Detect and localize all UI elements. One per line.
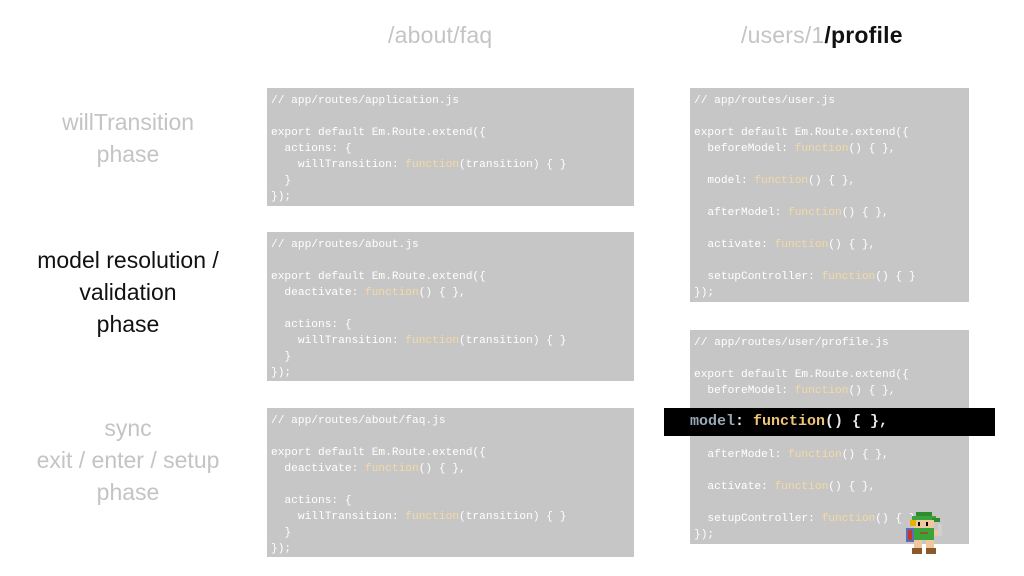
code-line: // app/routes/user.js bbox=[694, 95, 835, 107]
code-line bbox=[271, 253, 630, 269]
heading-users-prefix: /users/1 bbox=[741, 22, 825, 48]
code-keyword: function bbox=[821, 513, 876, 525]
code-line: } bbox=[271, 175, 292, 187]
code-line: // app/routes/about.js bbox=[271, 239, 419, 251]
code-line bbox=[271, 477, 630, 493]
code-line: // app/routes/about/faq.js bbox=[271, 415, 446, 427]
code-block-application: // app/routes/application.js export defau… bbox=[267, 88, 634, 206]
code-line bbox=[694, 463, 965, 479]
code-keyword: function bbox=[774, 481, 829, 493]
code-block-profile: // app/routes/user/profile.js export defa… bbox=[690, 330, 969, 544]
heading-users-profile-strong: /profile bbox=[824, 22, 903, 48]
code-line: willTransition: function(transition) { } bbox=[271, 159, 567, 171]
code-keyword: function bbox=[788, 207, 842, 219]
code-line bbox=[694, 157, 965, 173]
pixel-hero-sprite-icon bbox=[906, 512, 942, 554]
code-line: activate: function() { }, bbox=[694, 239, 876, 251]
code-line: }); bbox=[694, 529, 715, 541]
code-line: beforeModel: function() { }, bbox=[694, 385, 896, 397]
phase-line: sync bbox=[104, 415, 152, 441]
heading-users-profile: /users/1/profile bbox=[741, 22, 903, 49]
code-line: // app/routes/user/profile.js bbox=[694, 337, 889, 349]
code-line: afterModel: function() { }, bbox=[694, 207, 889, 219]
code-line bbox=[694, 253, 965, 269]
code-keyword: function bbox=[405, 335, 459, 347]
code-block-user: // app/routes/user.js export default Em.R… bbox=[690, 88, 969, 302]
phase-will-transition: willTransition phase bbox=[3, 106, 253, 170]
code-line: actions: { bbox=[271, 319, 352, 331]
code-line: beforeModel: function() { }, bbox=[694, 143, 896, 155]
code-line: deactivate: function() { }, bbox=[271, 463, 466, 475]
code-line: export default Em.Route.extend({ bbox=[694, 127, 909, 139]
code-line: willTransition: function(transition) { } bbox=[271, 511, 567, 523]
code-line bbox=[694, 109, 965, 125]
highlighted-model-hook: model: function() { }, bbox=[664, 408, 995, 436]
code-line: model: function() { }, bbox=[694, 175, 856, 187]
code-line: actions: { bbox=[271, 143, 352, 155]
code-line: } bbox=[271, 351, 292, 363]
code-block-about: // app/routes/about.js export default Em.… bbox=[267, 232, 634, 381]
code-line: }); bbox=[694, 287, 715, 299]
code-line: willTransition: function(transition) { } bbox=[271, 335, 567, 347]
code-line: }); bbox=[271, 191, 292, 203]
code-keyword: function bbox=[794, 143, 849, 155]
code-keyword: function bbox=[365, 463, 419, 475]
code-line bbox=[271, 301, 630, 317]
code-block-faq: // app/routes/about/faq.js export default… bbox=[267, 408, 634, 557]
code-keyword: function bbox=[774, 239, 829, 251]
code-line: afterModel: function() { }, bbox=[694, 449, 889, 461]
highlight-prop: model bbox=[690, 413, 736, 430]
code-line bbox=[694, 189, 965, 205]
code-line: setupController: function() { } bbox=[694, 271, 916, 283]
code-line: export default Em.Route.extend({ bbox=[271, 271, 486, 283]
phase-line: exit / enter / setup bbox=[36, 447, 220, 473]
heading-about-faq: /about/faq bbox=[388, 22, 493, 48]
phase-sync: sync exit / enter / setup phase bbox=[3, 412, 253, 508]
code-keyword: function bbox=[365, 287, 419, 299]
phase-line: validation bbox=[79, 279, 177, 305]
code-line: export default Em.Route.extend({ bbox=[271, 447, 486, 459]
code-line: actions: { bbox=[271, 495, 352, 507]
code-line bbox=[694, 351, 965, 367]
phase-line: phase bbox=[96, 311, 160, 337]
code-keyword: function bbox=[405, 159, 459, 171]
code-line: }); bbox=[271, 543, 292, 555]
code-line: export default Em.Route.extend({ bbox=[694, 369, 909, 381]
phase-line: phase bbox=[96, 141, 160, 167]
code-line bbox=[271, 429, 630, 445]
code-keyword: function bbox=[405, 511, 459, 523]
code-line: }); bbox=[271, 367, 292, 379]
phase-model-resolution: model resolution / validation phase bbox=[3, 244, 253, 340]
phase-line: willTransition bbox=[61, 109, 195, 135]
highlight-rest: () { }, bbox=[825, 413, 889, 430]
code-line bbox=[694, 495, 965, 511]
code-line bbox=[271, 109, 630, 125]
code-line: deactivate: function() { }, bbox=[271, 287, 466, 299]
code-keyword: function bbox=[821, 271, 876, 283]
code-line: // app/routes/application.js bbox=[271, 95, 459, 107]
highlight-colon: : bbox=[735, 413, 754, 430]
phase-line: model resolution / bbox=[37, 247, 219, 273]
highlight-keyword: function bbox=[753, 413, 826, 430]
code-keyword: function bbox=[788, 449, 842, 461]
code-line bbox=[694, 221, 965, 237]
code-line: export default Em.Route.extend({ bbox=[271, 127, 486, 139]
phase-line: phase bbox=[96, 479, 160, 505]
code-line: } bbox=[271, 527, 292, 539]
code-line: activate: function() { }, bbox=[694, 481, 876, 493]
code-keyword: function bbox=[754, 175, 809, 187]
code-keyword: function bbox=[794, 385, 849, 397]
